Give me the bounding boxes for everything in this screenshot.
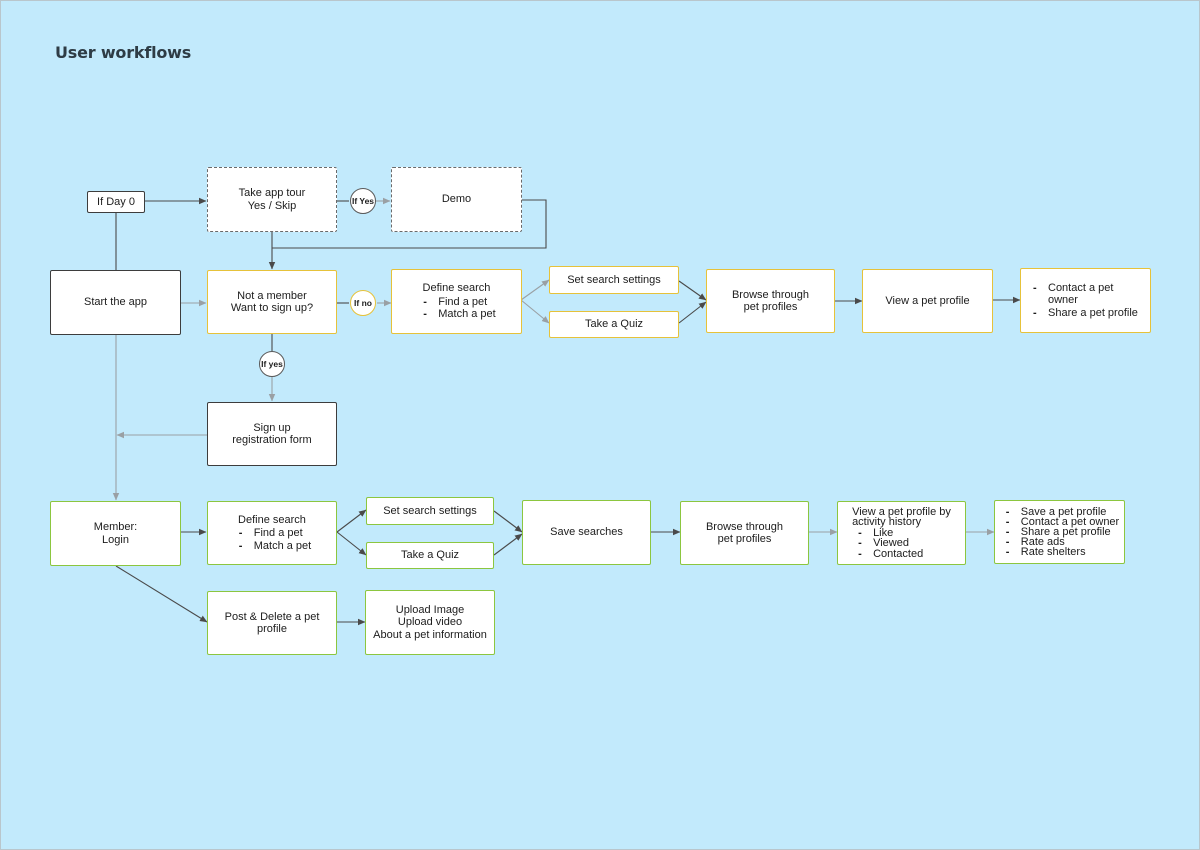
browse-profiles-box-2: Browse through pet profiles (680, 501, 809, 565)
start-app-box: Start the app (50, 270, 181, 335)
list-item: Save a pet profile (1000, 507, 1119, 518)
arrow-define1-to-settings1 (520, 279, 550, 301)
list-item: Share a pet profile (1000, 527, 1119, 538)
view-by-history-content: View a pet profile by activity history L… (852, 506, 951, 560)
app-tour-box: Take app tour Yes / Skip (207, 167, 337, 232)
set-search-settings-box-1: Set search settings (549, 266, 679, 294)
list-item: Share a pet profile (1027, 307, 1144, 320)
arrow-define2-to-quiz2 (336, 531, 367, 556)
decision-if-no: If no (350, 290, 376, 316)
list-item: Match a pet (417, 308, 495, 321)
list-item: Contact a pet owner (1027, 282, 1144, 307)
take-quiz-box-1: Take a Quiz (549, 311, 679, 338)
contact-share-box: Contact a pet owner Share a pet profile (1020, 268, 1151, 333)
define-search-content-2: Define search Find a pet Match a pet (233, 514, 311, 553)
line-settings1-to-browse1 (678, 280, 707, 301)
post-delete-box: Post & Delete a pet profile (207, 591, 337, 655)
not-member-box: Not a member Want to sign up? (207, 270, 337, 334)
arrow-define2-to-settings2 (336, 509, 367, 533)
define-search-list-2: Find a pet Match a pet (233, 527, 311, 552)
list-item: Contact a pet owner (1000, 517, 1119, 528)
signup-box: Sign up registration form (207, 402, 337, 466)
decision-if-yes-signup: If yes (259, 351, 285, 377)
profile-actions-content: Save a pet profile Contact a pet owner S… (1000, 507, 1119, 558)
view-by-history-list: Like Viewed Contacted (852, 528, 951, 560)
line-quiz1-to-browse1 (678, 301, 707, 324)
list-item: Viewed (852, 538, 951, 549)
line-settings2-to-save (493, 510, 523, 533)
upload-info-box: Upload Image Upload video About a pet in… (365, 590, 495, 655)
define-search-box-1: Define search Find a pet Match a pet (391, 269, 522, 334)
list-item: Find a pet (233, 527, 311, 540)
take-quiz-box-2: Take a Quiz (366, 542, 494, 569)
define-search-content-1: Define search Find a pet Match a pet (417, 282, 496, 321)
decision-if-yes-tour: If Yes (350, 188, 376, 214)
demo-box: Demo (391, 167, 522, 232)
save-searches-box: Save searches (522, 500, 651, 565)
line-demo-return (272, 199, 547, 249)
list-item: Rate shelters (1000, 547, 1119, 558)
list-item: Match a pet (233, 540, 311, 553)
set-search-settings-box-2: Set search settings (366, 497, 494, 525)
list-item: Contacted (852, 549, 951, 560)
profile-actions-list: Save a pet profile Contact a pet owner S… (1000, 507, 1119, 558)
profile-actions-box: Save a pet profile Contact a pet owner S… (994, 500, 1125, 564)
view-by-history-box: View a pet profile by activity history L… (837, 501, 966, 565)
arrow-member-to-post (115, 565, 208, 623)
if-day0-box: If Day 0 (87, 191, 145, 213)
browse-profiles-box-1: Browse through pet profiles (706, 269, 835, 333)
arrow-define1-to-quiz1 (520, 299, 550, 324)
list-item: Rate ads (1000, 537, 1119, 548)
line-quiz2-to-save (493, 533, 523, 556)
view-pet-profile-box: View a pet profile (862, 269, 993, 333)
list-item: Like (852, 528, 951, 539)
list-item: Find a pet (417, 296, 495, 309)
define-search-box-2: Define search Find a pet Match a pet (207, 501, 337, 565)
page-title: User workflows (55, 43, 192, 62)
contact-share-content: Contact a pet owner Share a pet profile (1027, 282, 1144, 320)
member-login-box: Member: Login (50, 501, 181, 566)
contact-share-list: Contact a pet owner Share a pet profile (1027, 282, 1144, 320)
define-search-list-1: Find a pet Match a pet (417, 296, 495, 321)
